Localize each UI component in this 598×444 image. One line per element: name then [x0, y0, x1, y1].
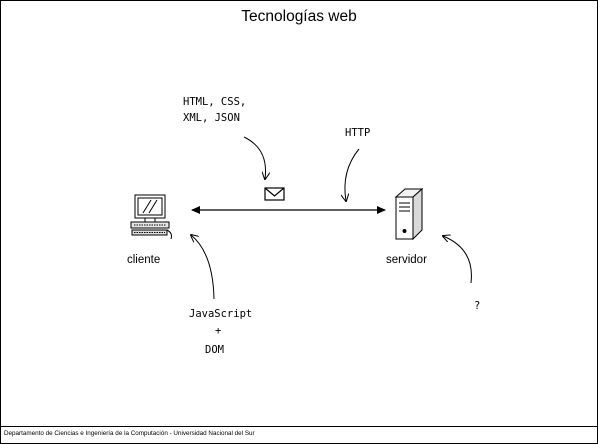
- http-label: HTTP: [345, 127, 370, 139]
- js-label-line1: JavaScript: [189, 308, 252, 320]
- js-label-line3: DOM: [205, 344, 224, 356]
- js-label-line2: +: [215, 325, 221, 337]
- markup-label-line2: XML, JSON: [183, 112, 240, 124]
- footer-text: Departamento de Ciencias e Ingeniería de…: [4, 430, 255, 437]
- server-unknown-label: ?: [474, 300, 480, 312]
- markup-label-line1: HTML, CSS,: [183, 96, 246, 108]
- desktop-computer-icon: [130, 194, 172, 240]
- markup-pointer-arrow: [243, 136, 266, 179]
- client-label: cliente: [127, 254, 160, 266]
- slide-footer: Departamento de Ciencias e Ingeniería de…: [1, 426, 597, 443]
- envelope-icon: [264, 187, 285, 201]
- js-pointer-arrow: [191, 235, 215, 300]
- slide-title: Tecnologías web: [241, 8, 357, 25]
- server-tower-icon: [394, 187, 424, 241]
- http-pointer-arrow: [345, 148, 360, 201]
- server-label: servidor: [386, 254, 427, 266]
- server-pointer-arrow: [443, 236, 472, 284]
